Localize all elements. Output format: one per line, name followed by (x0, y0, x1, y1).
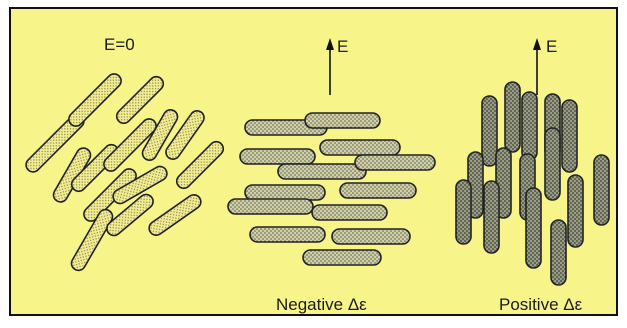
rod (228, 199, 313, 214)
rod (526, 188, 541, 268)
rod (320, 140, 400, 155)
rod (303, 250, 381, 265)
rod (240, 149, 315, 164)
rod (482, 96, 497, 166)
field-label-positive: E (546, 37, 557, 56)
rod (305, 113, 380, 128)
rod (522, 92, 537, 160)
caption-positive: Positive Δε (499, 295, 583, 314)
field-label-negative: E (337, 37, 348, 56)
rod (250, 227, 325, 242)
rod (340, 183, 416, 198)
caption-negative: Negative Δε (276, 295, 367, 314)
rod (278, 164, 366, 179)
rod (332, 229, 410, 244)
field-label-no-field: E=0 (104, 35, 135, 54)
rod (456, 180, 471, 244)
rod (545, 128, 560, 200)
rod (594, 155, 609, 225)
rod (245, 185, 325, 200)
rod (312, 205, 387, 220)
rod (505, 82, 520, 152)
rod (551, 220, 566, 285)
rod (355, 155, 435, 170)
rod (568, 175, 583, 247)
rod (484, 181, 499, 253)
rod (562, 100, 577, 172)
